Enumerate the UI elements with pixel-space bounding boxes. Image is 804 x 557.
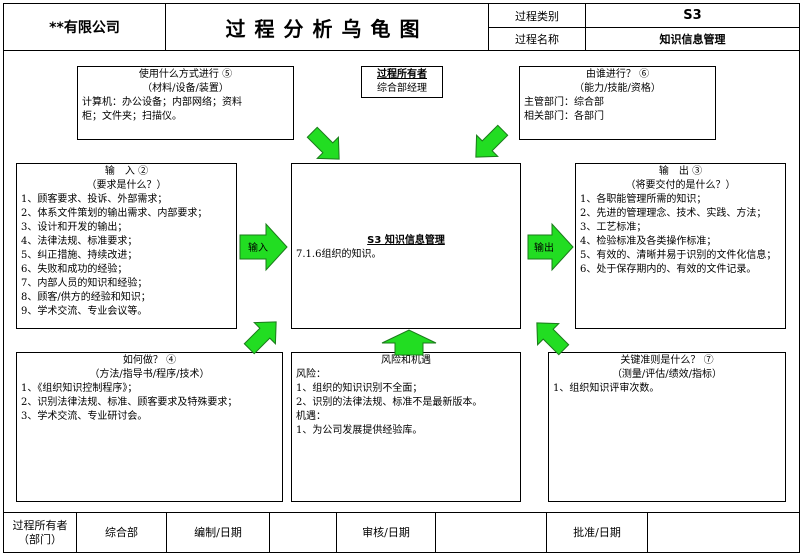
footer-edit-value — [270, 513, 336, 552]
personnel-arrow-icon — [475, 124, 509, 158]
process-line: 7.1.6组织的知识。 — [296, 249, 382, 260]
footer-edit-label: 编制/日期 — [194, 525, 242, 539]
output-line: 4、检验标准及各类操作标准； — [580, 236, 717, 247]
divider — [269, 512, 270, 553]
input-box: 输 入 ② （要求是什么？） 1、顾客要求、投诉、外部需求； 2、体系文件策划的… — [16, 163, 237, 329]
input-line: 9、学术交流、专业会议等。 — [21, 306, 148, 317]
personnel-line: 相关部门：各部门 — [524, 111, 604, 122]
input-arrow-label: 输入 — [248, 241, 268, 254]
process-name-value: 知识信息管理 — [659, 33, 726, 46]
output-arrow-label: 输出 — [534, 241, 554, 254]
input-line: 1、顾客要求、投诉、外部需求； — [21, 194, 168, 205]
method-line: 3、学术交流、专业研讨会。 — [21, 411, 148, 422]
personnel-box: 由谁进行？ ⑥ （能力/技能/资格） 主管部门：综合部 相关部门：各部门 — [519, 66, 716, 140]
process-type-label: 过程类别 — [515, 9, 559, 23]
company-name: **有限公司 — [49, 20, 120, 36]
personnel-line: 主管部门：综合部 — [524, 97, 604, 108]
input-line: 8、顾客/供方的经验和知识； — [21, 292, 151, 303]
risk-line: 1、为公司发展提供经验库。 — [296, 425, 423, 436]
output-line: 6、处于保存期内的、有效的文件记录。 — [580, 264, 757, 275]
resources-line: 柜；文件夹；扫描仪。 — [82, 111, 182, 122]
risk-box: 风险和机遇 风险： 1、组织的知识识别不全面； 2、识别的法律法规、标准不是最新… — [291, 352, 521, 502]
criteria-subtitle: （测量/评估/绩效/指标） — [611, 369, 723, 380]
process-name-label: 过程名称 — [515, 33, 559, 46]
output-box: 输 出 ③ （将要交付的是什么？） 1、各职能管理所需的知识； 2、先进的管理理… — [575, 163, 786, 329]
criteria-box: 关键准则是什么？ ⑦ （测量/评估/绩效/指标） 1、组织知识评审次数。 — [548, 352, 786, 502]
output-line: 1、各职能管理所需的知识； — [580, 194, 707, 205]
input-arrow-icon: 输入 — [239, 222, 288, 272]
method-subtitle: （方法/指导书/程序/技术） — [89, 369, 210, 380]
resources-box: 使用什么方式进行 ⑤ （材料/设备/装置） 计算机：办公设备；内部网络；资料 柜… — [77, 66, 294, 140]
criteria-title: 关键准则是什么？ ⑦ — [620, 355, 714, 366]
divider — [3, 50, 800, 51]
method-arrow-icon — [243, 321, 277, 355]
divider — [165, 4, 166, 50]
page-title: 过程分析乌龟图 — [225, 16, 429, 41]
personnel-subtitle: （能力/技能/资格） — [574, 83, 661, 94]
input-title: 输 入 ② — [104, 166, 149, 177]
input-line: 7、内部人员的知识和经验； — [21, 278, 148, 289]
resources-title: 使用什么方式进行 ⑤ — [138, 69, 233, 80]
divider — [76, 512, 77, 553]
output-arrow-icon: 输出 — [527, 222, 574, 272]
footer-owner-label: 过程所有者（部门） — [12, 518, 68, 546]
risk-line: 1、组织的知识识别不全面； — [296, 383, 423, 394]
footer-review-value — [436, 513, 546, 552]
output-subtitle: （将要交付的是什么？） — [625, 180, 736, 191]
divider — [647, 512, 648, 553]
criteria-line: 1、组织知识评审次数。 — [553, 383, 660, 394]
divider — [488, 27, 800, 28]
input-line: 2、体系文件策划的输出需求、内部要求； — [21, 208, 208, 219]
resources-arrow-icon — [306, 126, 340, 160]
method-line: 2、识别法律法规、标准、顾客要求及特殊要求； — [21, 397, 238, 408]
divider — [336, 512, 337, 553]
process-box: S3 知识信息管理 7.1.6组织的知识。 — [291, 163, 521, 329]
divider — [435, 512, 436, 553]
method-box: 如何做？ ④ （方法/指导书/程序/技术） 1、《组织知识控制程序》； 2、识别… — [16, 352, 283, 502]
footer-review-label: 审核/日期 — [362, 525, 410, 539]
divider — [546, 512, 547, 553]
footer-approve-label: 批准/日期 — [573, 525, 621, 539]
input-line: 6、失败和成功的经验； — [21, 264, 128, 275]
input-line: 4、法律法规、标准要求； — [21, 236, 138, 247]
owner-box: 过程所有者 综合部经理 — [361, 66, 443, 98]
input-line: 3、设计和开发的输出； — [21, 222, 128, 233]
output-line: 3、工艺标准； — [580, 222, 647, 233]
owner-value: 综合部经理 — [377, 83, 427, 94]
footer-owner-value: 综合部 — [105, 525, 138, 539]
risk-title: 风险和机遇 — [381, 355, 431, 366]
risk-arrow-icon — [381, 329, 437, 356]
risk-line: 2、识别的法律法规、标准不是最新版本。 — [296, 397, 483, 408]
output-line: 2、先进的管理理念、技术、实践、方法； — [580, 208, 767, 219]
divider — [3, 512, 800, 513]
output-line: 5、有效的、清晰并易于识别的文件化信息； — [580, 250, 777, 261]
personnel-title: 由谁进行？ ⑥ — [585, 69, 650, 80]
criteria-arrow-icon — [536, 322, 570, 356]
risk-line: 风险： — [296, 369, 326, 380]
risk-line: 机遇： — [296, 411, 326, 422]
footer-approve-value — [648, 513, 799, 552]
page-frame — [3, 3, 800, 553]
owner-title: 过程所有者 — [377, 69, 427, 80]
divider — [166, 512, 167, 553]
resources-line: 计算机：办公设备；内部网络；资料 — [82, 97, 242, 108]
process-title: S3 知识信息管理 — [367, 235, 445, 246]
input-line: 5、纠正措施、持续改进； — [21, 250, 138, 261]
method-title: 如何做？ ④ — [122, 355, 177, 366]
process-type-value: S3 — [683, 8, 702, 23]
method-line: 1、《组织知识控制程序》； — [21, 383, 138, 394]
resources-subtitle: （材料/设备/装置） — [142, 83, 229, 94]
output-title: 输 出 ③ — [658, 166, 703, 177]
input-subtitle: （要求是什么？） — [86, 180, 167, 191]
